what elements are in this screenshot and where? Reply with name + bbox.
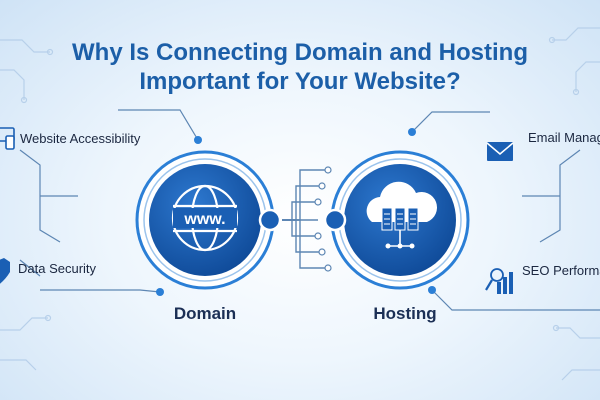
seo-chart-icon	[485, 268, 513, 294]
connector-hosting-top	[411, 111, 490, 133]
circuit-node	[324, 264, 332, 272]
feature-label-email: Email Managem	[528, 130, 600, 145]
shield-icon	[0, 258, 10, 284]
hosting-label: Hosting	[373, 304, 437, 323]
connector-right-1	[539, 149, 581, 243]
www-text: www.	[183, 211, 225, 228]
cloud-server-icon	[366, 181, 438, 249]
hosting-hub	[330, 150, 470, 290]
connector-hosting-bottom	[431, 289, 600, 311]
circuit-node	[314, 198, 322, 206]
domain-hub: www.	[135, 150, 275, 290]
circuit-node	[318, 182, 326, 190]
circuit-node	[318, 248, 326, 256]
connector-left-1	[19, 149, 61, 243]
devices-icon	[0, 127, 15, 150]
circuit-node	[324, 166, 332, 174]
feature-label-seo: SEO Performan	[522, 263, 600, 278]
node-dot	[408, 128, 416, 136]
domain-connector-knob	[258, 208, 282, 232]
node-dot	[194, 136, 202, 144]
node-dot	[156, 288, 164, 296]
envelope-icon	[486, 142, 514, 161]
circuit-node	[314, 232, 322, 240]
feature-label-accessibility: Website Accessibility	[20, 131, 141, 146]
circuit-traces-right	[548, 27, 600, 381]
hosting-connector-knob	[323, 208, 347, 232]
title-line-1: Why Is Connecting Domain and Hosting	[72, 39, 528, 66]
feature-label-security: Data Security	[18, 261, 97, 276]
domain-label: Domain	[173, 304, 237, 323]
node-dot	[428, 286, 436, 294]
www-band	[173, 208, 237, 228]
middle-circuit	[282, 169, 328, 269]
title-line-2: Important for Your Website?	[139, 68, 461, 95]
connector-domain-bottom	[40, 289, 161, 293]
circuit-traces-left	[0, 39, 54, 371]
connector-left-3	[19, 259, 41, 277]
connector-domain-top	[118, 109, 199, 141]
